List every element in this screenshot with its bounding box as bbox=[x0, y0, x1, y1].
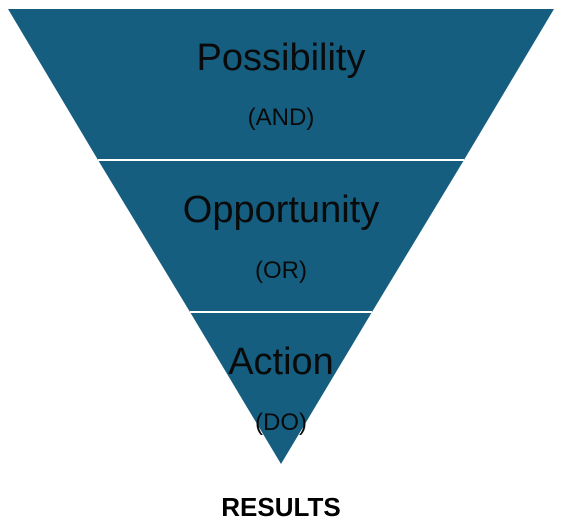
funnel-level-opportunity bbox=[98, 160, 464, 312]
funnel-level-possibility bbox=[8, 9, 554, 160]
level-title-possibility: Possibility bbox=[197, 37, 366, 79]
level-subtitle-possibility: (AND) bbox=[248, 104, 315, 131]
level-title-opportunity: Opportunity bbox=[183, 189, 379, 231]
level-title-action: Action bbox=[228, 341, 334, 383]
funnel-level-action bbox=[190, 312, 372, 464]
level-subtitle-action: (DO) bbox=[255, 409, 307, 436]
results-label: RESULTS bbox=[221, 492, 340, 522]
level-subtitle-opportunity: (OR) bbox=[255, 257, 307, 284]
